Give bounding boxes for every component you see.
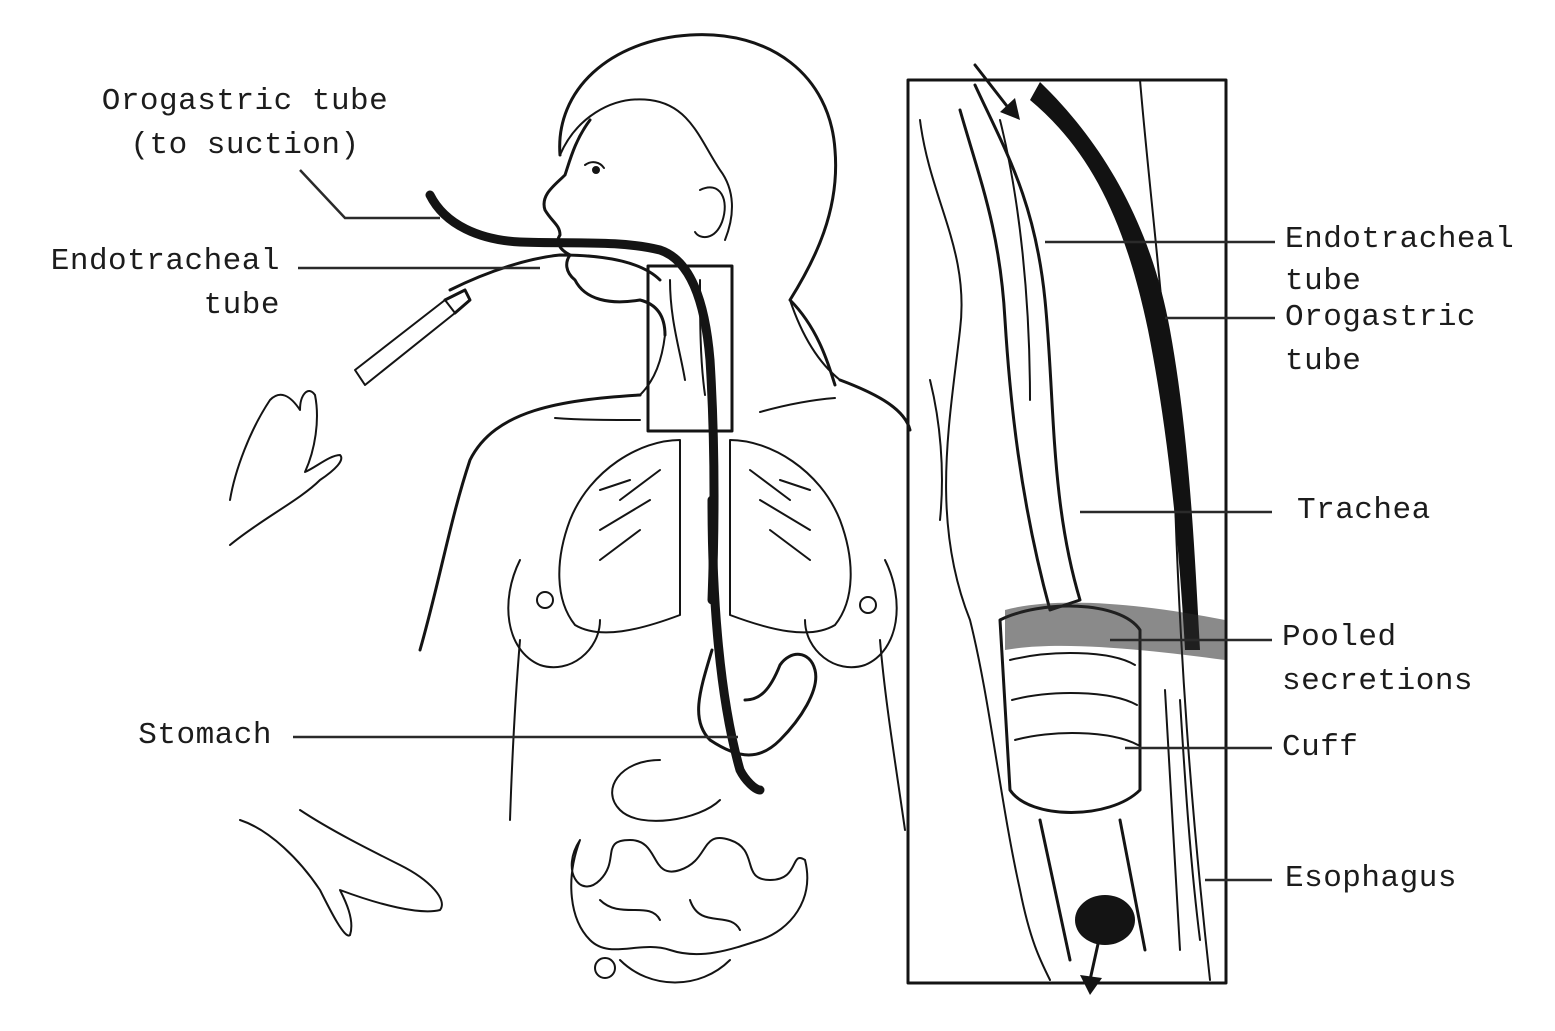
label-endotracheal-right-1: Endotracheal (1285, 218, 1514, 262)
tube-opening (1075, 895, 1135, 945)
label-orogastric-right-2: tube (1285, 340, 1361, 384)
label-endotracheal-left-2: tube (0, 284, 280, 328)
torso-right (840, 380, 910, 430)
label-cuff: Cuff (1282, 726, 1358, 770)
left-breast (508, 560, 600, 667)
neck (640, 335, 665, 395)
endotracheal-tube-left (450, 255, 660, 290)
inset-panel (908, 65, 1226, 995)
orogastric-tube-inset (1030, 82, 1200, 650)
laryngoscope (355, 300, 455, 385)
lower-hand (240, 810, 442, 936)
label-orogastric-left-2: (to suction) (70, 124, 420, 168)
endotracheal-tube-inset (960, 85, 1080, 610)
label-pooled-1: Pooled (1282, 616, 1397, 660)
leader-orogastric-left (300, 170, 440, 218)
label-orogastric-right-1: Orogastric (1285, 296, 1476, 340)
label-esophagus: Esophagus (1285, 857, 1457, 901)
inset-marker-box (648, 266, 732, 431)
label-orogastric-left-1: Orogastric tube (70, 80, 420, 124)
torso-left (420, 395, 640, 650)
upper-hand (230, 391, 341, 545)
leader-lines (293, 170, 1275, 880)
ear (695, 187, 725, 237)
label-stomach: Stomach (60, 714, 272, 758)
left-lung (559, 440, 680, 632)
label-pooled-2: secretions (1282, 660, 1473, 704)
head-hair (560, 35, 836, 385)
label-endotracheal-left-1: Endotracheal (0, 240, 280, 284)
right-lung (730, 440, 851, 632)
trachea-wall (920, 120, 1050, 980)
label-trachea: Trachea (1297, 489, 1431, 533)
arrow-in (975, 65, 1010, 110)
patient-figure (230, 35, 910, 983)
intestines (571, 838, 807, 954)
